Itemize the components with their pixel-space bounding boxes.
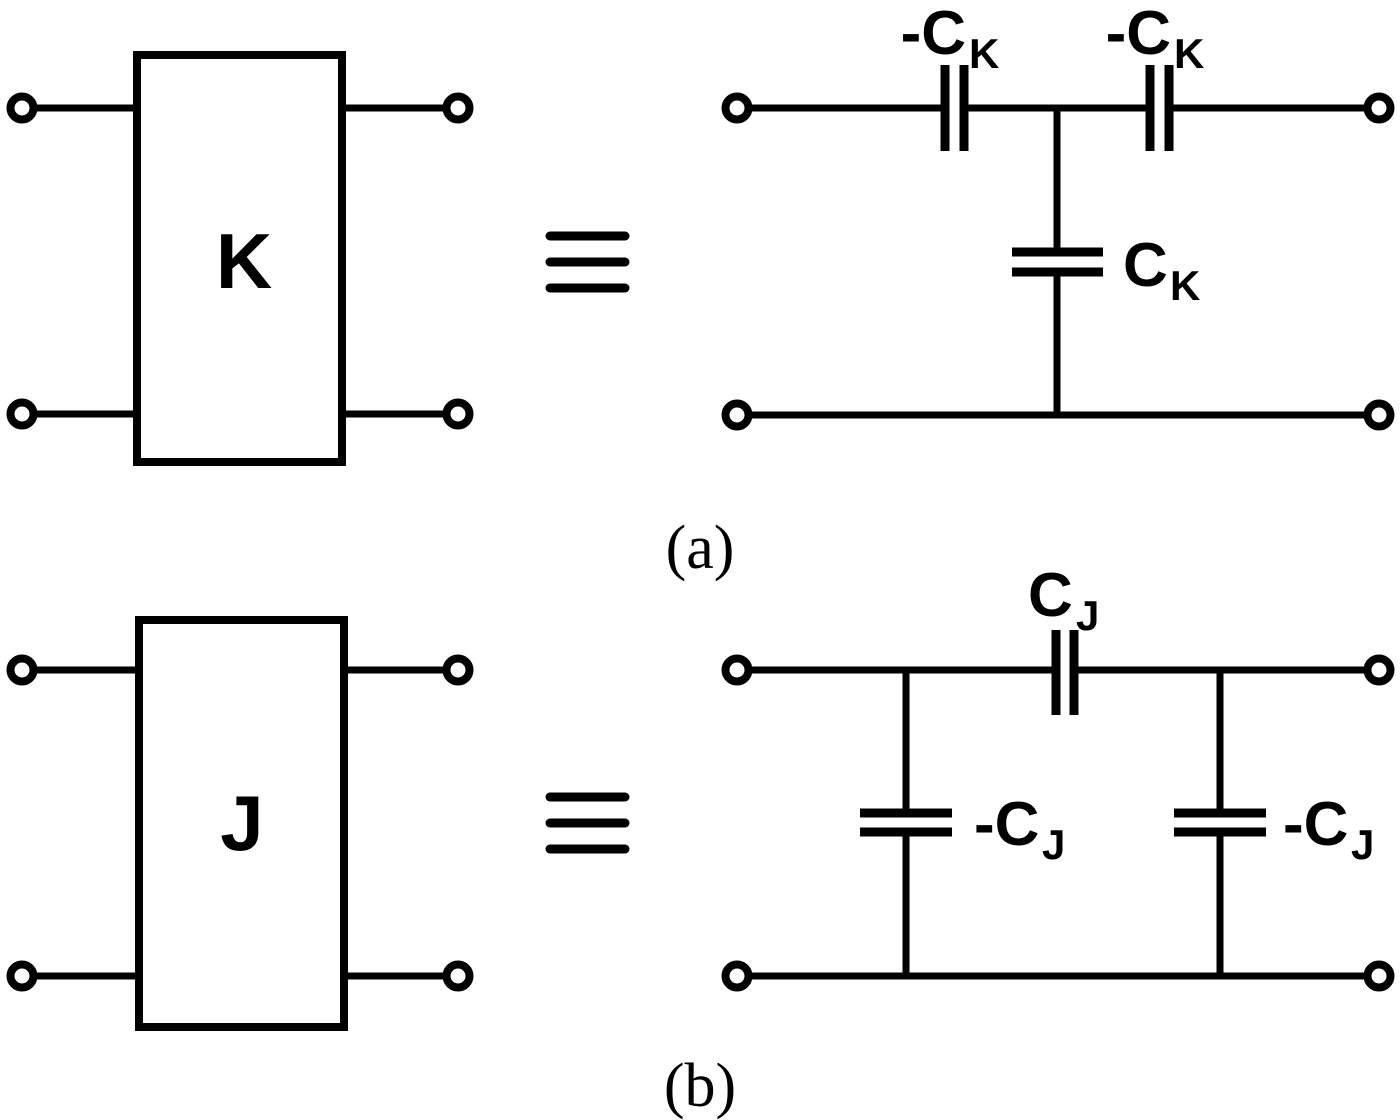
capacitor-neg-ck-right	[1145, 65, 1174, 151]
label-neg-ck-left-main: -C	[901, 0, 966, 68]
capacitor-neg-ck-left	[940, 65, 969, 151]
panel-b: J	[6, 561, 1395, 1120]
caption-b: (b)	[664, 1052, 736, 1120]
terminal-a-net-right-top-icon	[1363, 92, 1395, 124]
terminal-b-box-right-top-icon	[442, 654, 474, 686]
label-neg-ck-right-sub: K	[1174, 30, 1204, 77]
label-neg-ck-left-sub: K	[969, 30, 999, 77]
j-box-label: J	[220, 779, 263, 867]
terminal-b-net-left-bottom-icon	[721, 960, 753, 992]
equivalence-icon-a	[545, 231, 630, 293]
label-ck-shunt-sub: K	[1170, 262, 1200, 309]
j-inverter-box	[135, 616, 348, 1031]
terminal-b-net-left-top-icon	[721, 654, 753, 686]
label-neg-cj-left-main: -C	[974, 790, 1039, 859]
label-neg-cj-right-main: -C	[1283, 790, 1348, 859]
capacitor-neg-cj-left	[860, 808, 952, 837]
label-neg-ck-right-main: -C	[1106, 0, 1171, 68]
terminal-b-box-left-top-icon	[6, 654, 38, 686]
t-network-a: -C K -C K C K	[721, 0, 1395, 431]
label-neg-cj-right-sub: J	[1351, 821, 1374, 868]
terminal-a-box-right-bottom-icon	[442, 398, 474, 430]
label-ck-shunt-main: C	[1123, 231, 1168, 300]
terminal-a-box-left-top-icon	[6, 92, 38, 124]
panel-a: K	[6, 0, 1395, 582]
capacitor-ck-shunt	[1012, 247, 1103, 277]
terminal-a-net-left-top-icon	[721, 92, 753, 124]
label-cj-series-main: C	[1028, 561, 1073, 630]
k-inverter-box	[133, 51, 346, 466]
pi-network-b: C J -C J -C J	[721, 561, 1395, 992]
terminal-a-net-right-bottom-icon	[1363, 399, 1395, 431]
terminal-a-box-right-top-icon	[442, 92, 474, 124]
label-neg-cj-left-sub: J	[1042, 821, 1065, 868]
caption-a: (a)	[666, 514, 735, 582]
capacitor-cj-series	[1051, 630, 1079, 715]
k-box-label: K	[216, 217, 272, 305]
terminal-b-box-left-bottom-icon	[6, 960, 38, 992]
terminal-b-net-right-bottom-icon	[1363, 960, 1395, 992]
terminal-b-box-right-bottom-icon	[442, 960, 474, 992]
capacitor-neg-cj-right	[1174, 808, 1266, 837]
terminal-b-net-right-top-icon	[1363, 654, 1395, 686]
label-cj-series-sub: J	[1076, 592, 1099, 639]
equivalence-icon-b	[545, 792, 630, 854]
terminal-a-net-left-bottom-icon	[721, 399, 753, 431]
terminal-a-box-left-bottom-icon	[6, 398, 38, 430]
